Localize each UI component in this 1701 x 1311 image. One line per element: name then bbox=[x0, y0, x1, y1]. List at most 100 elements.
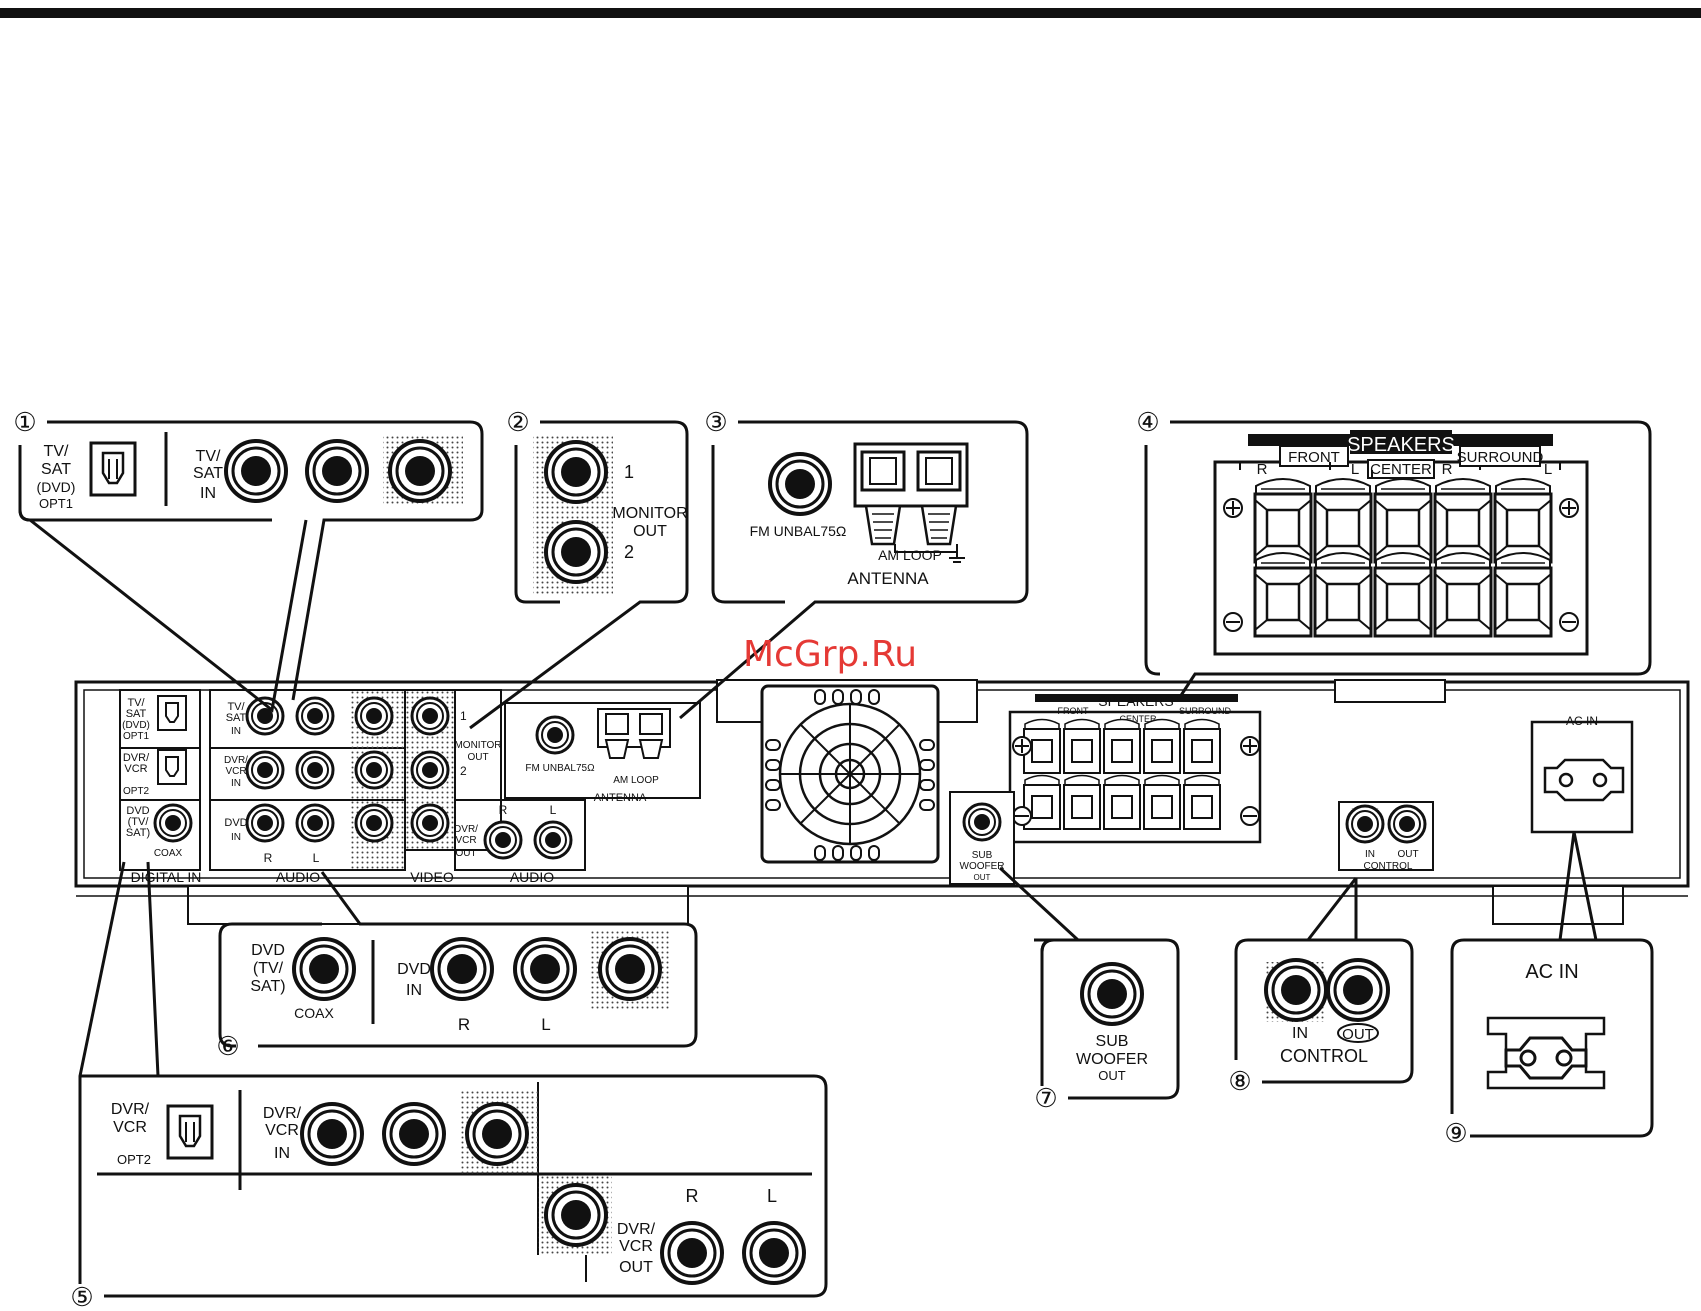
detail1-video-jack[interactable] bbox=[224, 439, 288, 503]
panel-front-l-terminal[interactable] bbox=[1063, 718, 1101, 774]
detail3-fm-antenna-jack[interactable] bbox=[768, 452, 832, 516]
detail6-in-2: IN bbox=[406, 982, 422, 999]
panel-surround-r-terminal-neg[interactable] bbox=[1143, 774, 1181, 830]
panel-center-terminal-neg[interactable] bbox=[1103, 774, 1141, 830]
detail6-in-r-jack[interactable] bbox=[430, 937, 494, 1001]
panel-front-l-terminal-neg[interactable] bbox=[1063, 774, 1101, 830]
panel-tvsat-in-r-jack[interactable] bbox=[295, 696, 335, 736]
panel-speakers-label: SPEAKERS bbox=[1098, 693, 1173, 709]
dvd-coax-jack[interactable] bbox=[153, 803, 193, 843]
detail4-surround-r-terminal[interactable] bbox=[1433, 477, 1493, 564]
callout-4: ④ bbox=[1136, 407, 1159, 437]
detail5-out-r-jack[interactable] bbox=[660, 1221, 724, 1285]
panel-tvsat-opt-1: TV/ bbox=[127, 697, 145, 709]
detail5-in-l-jack[interactable] bbox=[465, 1102, 529, 1166]
detail1-opt-2: SAT bbox=[41, 461, 71, 478]
panel-dvr-in-video-jack[interactable] bbox=[245, 750, 285, 790]
detail2-label-2: OUT bbox=[633, 523, 667, 540]
detail-dvr-inputs-outputs: ⑤ DVR/ VCR OPT2 DVR/ VCR IN DVR/ VCR OUT… bbox=[70, 861, 828, 1311]
callout-1: ① bbox=[13, 407, 36, 437]
panel-surround-r-terminal[interactable] bbox=[1143, 718, 1181, 774]
panel-tvsat-in-l-jack[interactable] bbox=[354, 696, 394, 736]
panel-dvr-out-r-jack[interactable] bbox=[483, 820, 523, 860]
detail7-label-3: OUT bbox=[1098, 1068, 1126, 1083]
detail4-front-r-terminal-neg[interactable] bbox=[1253, 551, 1313, 638]
panel-dvr-in-l-jack[interactable] bbox=[354, 750, 394, 790]
detail3-fm-label: FM UNBAL75Ω bbox=[750, 523, 847, 539]
panel-subwoofer-jack[interactable] bbox=[962, 802, 1002, 842]
panel-sub-2: WOOFER bbox=[960, 861, 1005, 872]
panel-monitor-out-1-jack[interactable] bbox=[410, 696, 450, 736]
panel-dvd-tvsat-1: DVD bbox=[126, 805, 149, 817]
detail6-in-video-jack[interactable] bbox=[598, 937, 662, 1001]
detail9-ac-inlet-icon[interactable] bbox=[1504, 1036, 1588, 1080]
panel-dvr-in-r-jack[interactable] bbox=[295, 750, 335, 790]
detail8-in-label: IN bbox=[1292, 1025, 1308, 1042]
dvr-optical-jack[interactable] bbox=[157, 749, 187, 785]
detail8-control-in-jack[interactable] bbox=[1264, 958, 1328, 1022]
detail2-monitor-out-1-jack[interactable] bbox=[544, 440, 608, 504]
callout-9: ⑨ bbox=[1444, 1118, 1467, 1148]
panel-dvd-in-1: DVD bbox=[224, 817, 247, 829]
detail3-am-label: AM LOOP bbox=[878, 547, 942, 563]
panel-tvsat-in-1: TV/ bbox=[227, 701, 245, 713]
detail6-l: L bbox=[541, 1015, 550, 1034]
screw-icon bbox=[1223, 612, 1243, 632]
panel-monitor-2: 2 bbox=[460, 764, 467, 778]
panel-control-in-jack[interactable] bbox=[1345, 804, 1385, 844]
panel-surround-label: SURROUND bbox=[1179, 706, 1232, 716]
panel-ac-inlet-icon[interactable] bbox=[1543, 758, 1625, 802]
detail5-out-3: OUT bbox=[619, 1259, 653, 1276]
panel-control-out-jack[interactable] bbox=[1387, 804, 1427, 844]
panel-center-terminal[interactable] bbox=[1103, 718, 1141, 774]
callout-7: ⑦ bbox=[1034, 1083, 1057, 1113]
panel-monitor-out-2-jack[interactable] bbox=[410, 750, 450, 790]
panel-dvr-out-video-jack[interactable] bbox=[410, 803, 450, 843]
detail4-center-terminal-neg[interactable] bbox=[1373, 551, 1433, 638]
detail4-front-r-terminal[interactable] bbox=[1253, 477, 1313, 564]
detail8-control-out-jack[interactable] bbox=[1326, 958, 1390, 1022]
detail4-surround-l-terminal[interactable] bbox=[1493, 477, 1553, 564]
panel-center-label: CENTER bbox=[1119, 714, 1157, 724]
tvsat-optical-jack[interactable] bbox=[157, 695, 187, 731]
detail1-audio-l-jack[interactable] bbox=[388, 439, 452, 503]
detail4-center-label: CENTER bbox=[1370, 461, 1432, 478]
detail5-in-video-jack[interactable] bbox=[300, 1102, 364, 1166]
detail6-coax-jack[interactable] bbox=[292, 937, 356, 1001]
detail5-optical-jack[interactable] bbox=[166, 1104, 214, 1160]
detail4-front-l-terminal[interactable] bbox=[1313, 477, 1373, 564]
panel-audio-label-2: AUDIO bbox=[510, 869, 554, 885]
panel-dvr-opt-3: OPT2 bbox=[123, 786, 150, 797]
detail2-monitor-out-2-jack[interactable] bbox=[544, 520, 608, 584]
panel-dvr-out-l-jack[interactable] bbox=[533, 820, 573, 860]
panel-tvsat-opt-3: (DVD) bbox=[122, 720, 150, 731]
detail5-in-r-jack[interactable] bbox=[382, 1102, 446, 1166]
panel-surround-l-terminal-neg[interactable] bbox=[1183, 774, 1221, 830]
panel-dvd-in-video-jack[interactable] bbox=[354, 803, 394, 843]
detail4-surround-r-terminal-neg[interactable] bbox=[1433, 551, 1493, 638]
detail-monitor-out: ② 1 2 MONITOR OUT bbox=[469, 407, 689, 730]
detail1-audio-r-jack[interactable] bbox=[305, 439, 369, 503]
detail4-center-terminal[interactable] bbox=[1373, 477, 1433, 564]
detail1-optical-jack[interactable] bbox=[89, 441, 137, 497]
detail4-front-l-terminal-neg[interactable] bbox=[1313, 551, 1373, 638]
panel-dvd-in-l-jack[interactable] bbox=[295, 803, 335, 843]
panel-dvd-in-r-jack[interactable] bbox=[245, 803, 285, 843]
screw-icon bbox=[1559, 612, 1579, 632]
detail5-out-l-jack[interactable] bbox=[742, 1221, 806, 1285]
detail6-in-l-jack[interactable] bbox=[513, 937, 577, 1001]
detail4-front-label: FRONT bbox=[1288, 449, 1340, 466]
panel-dvd-in-2: IN bbox=[231, 832, 241, 843]
detail7-label-1: SUB bbox=[1096, 1033, 1129, 1050]
detail4-surround-label: SURROUND bbox=[1457, 449, 1544, 466]
detail5-out-video-jack[interactable] bbox=[544, 1183, 608, 1247]
panel-audio-label: AUDIO bbox=[276, 869, 320, 885]
panel-fm-antenna-jack[interactable] bbox=[535, 715, 575, 755]
detail7-subwoofer-jack[interactable] bbox=[1080, 962, 1144, 1026]
panel-surround-l-terminal[interactable] bbox=[1183, 718, 1221, 774]
detail-control: ⑧ IN OUT CONTROL bbox=[1228, 877, 1414, 1096]
screw-icon bbox=[1012, 806, 1032, 826]
panel-sub-3: OUT bbox=[974, 873, 991, 882]
detail4-surround-l-terminal-neg[interactable] bbox=[1493, 551, 1553, 638]
detail-antenna: ③ FM UNBAL75Ω AM LOOP ANTENNA bbox=[679, 407, 1029, 720]
